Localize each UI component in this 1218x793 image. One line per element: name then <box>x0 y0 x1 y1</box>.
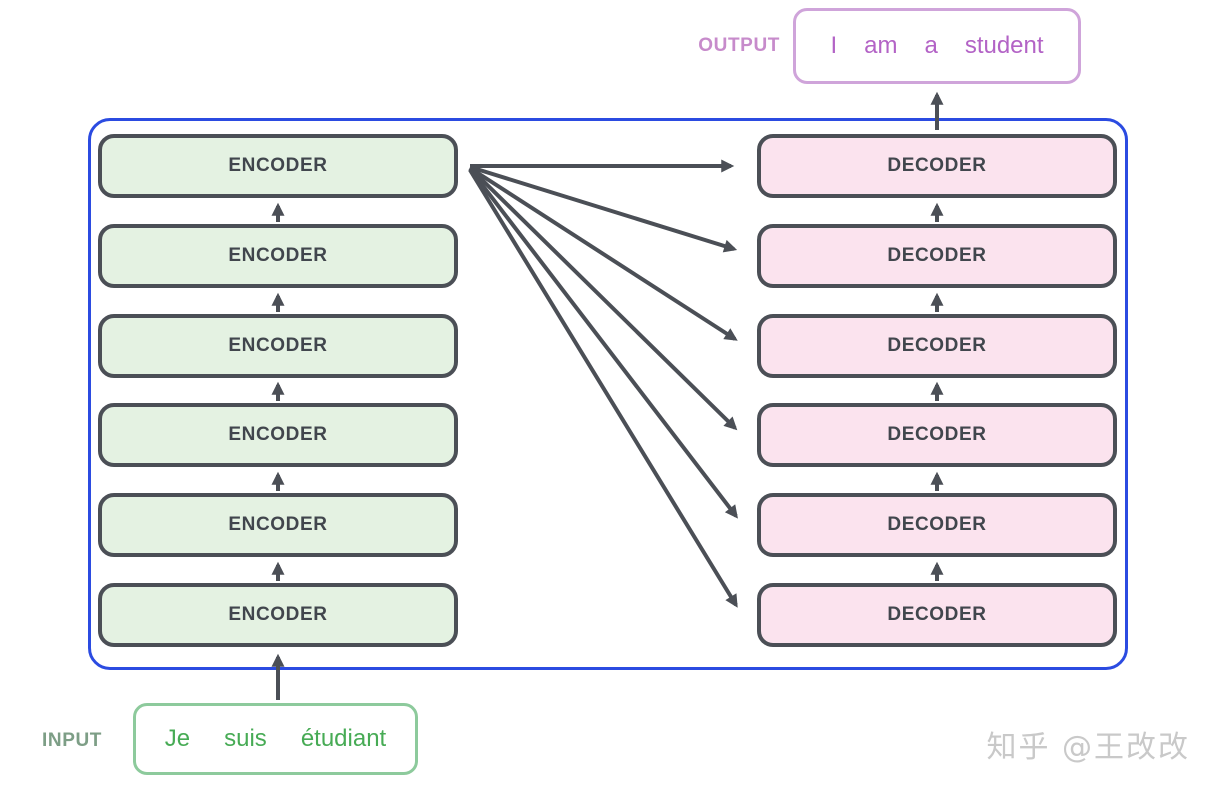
encoder-box-6: ENCODER <box>98 583 458 647</box>
encoder-label: ENCODER <box>228 155 328 176</box>
decoder-box-2: DECODER <box>757 224 1117 288</box>
zhihu-watermark: 知乎 @王改改 <box>986 730 1190 765</box>
output-sentence-box: I am a student <box>793 8 1081 84</box>
decoder-label: DECODER <box>887 514 987 535</box>
encoder-box-2: ENCODER <box>98 224 458 288</box>
encoder-box-3: ENCODER <box>98 314 458 378</box>
decoder-label: DECODER <box>887 155 987 176</box>
decoder-label: DECODER <box>887 604 987 625</box>
output-token: student <box>964 32 1044 59</box>
encoder-box-4: ENCODER <box>98 403 458 467</box>
output-token: I <box>830 32 838 59</box>
encoder-label: ENCODER <box>228 604 328 625</box>
encoder-label: ENCODER <box>228 514 328 535</box>
encoder-box-1: ENCODER <box>98 134 458 198</box>
encoder-label: ENCODER <box>228 335 328 356</box>
decoder-box-1: DECODER <box>757 134 1117 198</box>
decoder-label: DECODER <box>887 424 987 445</box>
encoder-label: ENCODER <box>228 245 328 266</box>
output-token: a <box>924 32 938 59</box>
input-token: Je <box>164 725 191 752</box>
output-token: am <box>864 32 898 59</box>
output-label: OUTPUT <box>698 35 780 56</box>
encoder-box-5: ENCODER <box>98 493 458 557</box>
encoder-label: ENCODER <box>228 424 328 445</box>
decoder-box-6: DECODER <box>757 583 1117 647</box>
decoder-box-4: DECODER <box>757 403 1117 467</box>
decoder-label: DECODER <box>887 245 987 266</box>
input-label: INPUT <box>42 730 102 751</box>
input-token: étudiant <box>300 725 387 752</box>
decoder-box-5: DECODER <box>757 493 1117 557</box>
input-sentence-box: Je suis étudiant <box>133 703 418 775</box>
input-token: suis <box>224 725 267 752</box>
decoder-box-3: DECODER <box>757 314 1117 378</box>
decoder-label: DECODER <box>887 335 987 356</box>
